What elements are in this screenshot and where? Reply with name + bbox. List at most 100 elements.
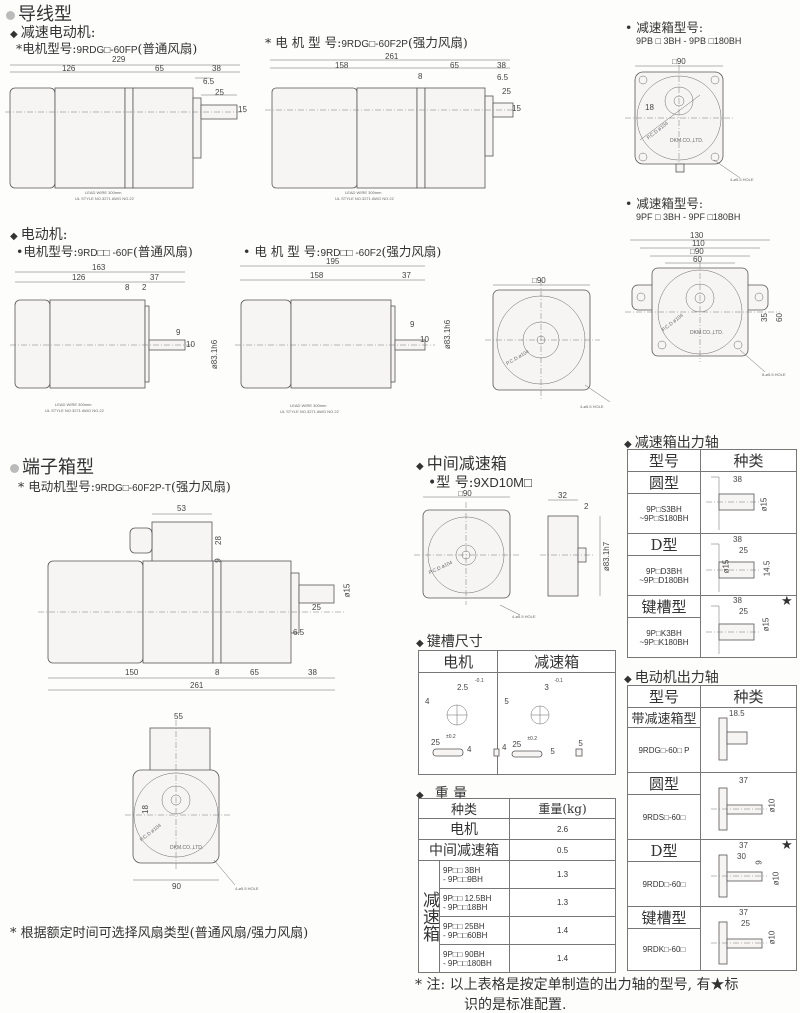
dim-w4: 60 [693, 255, 702, 264]
dim-shaft: 38 [497, 61, 506, 70]
shaft-drawing: 18.5 [700, 707, 797, 773]
dim-body: 126 [62, 64, 76, 73]
dim-key: 25 [502, 87, 511, 96]
diamond-icon: ◆ [416, 790, 424, 801]
dim-key: 25 [312, 603, 321, 612]
model-label-strong: * 电 机 型 号:9RDG□-60F2P(强力风扇) [265, 35, 468, 50]
dim-body: 126 [72, 273, 86, 282]
lead-note: LEAD WIRE 300mm [345, 190, 382, 195]
dim-shaft: 37 [150, 273, 159, 282]
dim-dia: 15 [238, 105, 247, 114]
diamond-icon: ◆ [624, 674, 632, 685]
dim-h1: 35 [759, 313, 769, 322]
motor-shaft-heading: ◆电动机出力轴 [624, 670, 719, 686]
dim-step: 2 [584, 502, 589, 511]
model-label-motor-normal: •电机型号:9RD□□ -60F(普通风扇) [16, 244, 193, 259]
dim-size: □90 [532, 276, 546, 285]
fan-note: * 根据额定时间可选择风扇类型(普通风扇/强力风扇) [10, 926, 309, 941]
terminal-model-label: * 电动机型号:9RDG□-60F2P-T(强力风扇) [18, 479, 231, 494]
diamond-icon: ◆ [624, 439, 632, 450]
dim-gear: 65 [155, 64, 164, 73]
dim-size: □90 [672, 57, 686, 66]
dim-total: 261 [385, 52, 399, 61]
keyway-heading: ◆键槽尺寸 [416, 634, 483, 650]
dim-h1: 28 [213, 536, 223, 545]
gearbox-pf-label: • 减速箱型号: [625, 196, 704, 211]
dim-dia: 15 [512, 104, 521, 113]
lead-note: UL STYLE NO.3271 AWG NO.22 [335, 196, 394, 201]
model-label-normal: *电机型号:9RDG□-60FP(普通风扇) [16, 41, 198, 56]
dim-body: 158 [335, 61, 349, 70]
col-gearbox: 减速箱 [497, 650, 616, 673]
dim-depth: 32 [558, 491, 567, 500]
dim-body: 158 [310, 271, 324, 280]
intermediate-model: •型 号:9XD10M□ [428, 475, 532, 491]
diamond-icon: ◆ [416, 461, 424, 472]
dim-gear: 65 [450, 61, 459, 70]
dim-gap: 8 [418, 72, 423, 81]
dim-gear: 65 [250, 668, 259, 677]
dim-width: 90 [172, 882, 181, 891]
lead-note: UL STYLE NO.3271 AWG NO.22 [280, 409, 339, 414]
dim-dia: ø83.1h7 [602, 541, 612, 572]
heading-text: 减速电动机: [20, 25, 96, 41]
maker-mark: DKM.CO.,LTD. [690, 330, 724, 336]
section-terminal: 端子箱型 [10, 453, 94, 479]
dim-size: □90 [458, 489, 472, 498]
dim-d2: 10 [420, 335, 429, 344]
dim-total: 261 [190, 681, 204, 690]
dim-d: 18 [645, 103, 654, 112]
star-icon: ★ [781, 838, 793, 853]
hole-note: 8-ø5.5 HOLE [762, 372, 786, 377]
lead-note: LEAD WIRE 300mm [55, 402, 92, 407]
hole-note: 4-ø5.5 HOLE [730, 177, 754, 182]
intermediate-heading: ◆中间减速箱 [416, 454, 507, 473]
dim-w1: 130 [690, 231, 704, 240]
dim-step: 2 [142, 283, 147, 292]
diamond-icon: ◆ [10, 29, 18, 40]
gearbox-pf-model: 9PF □ 3BH - 9PF □180BH [636, 212, 741, 222]
model-label-motor-strong: • 电 机 型 号:9RD□□ -60F2(强力风扇) [243, 244, 442, 259]
bullet-dot-icon [6, 10, 15, 20]
dim-w3: □90 [690, 247, 704, 256]
gearbox-pb-model: 9PB □ 3BH - 9PB □180BH [636, 36, 742, 46]
dim-d2: 10 [186, 340, 195, 349]
dim-flange: 6.5 [497, 73, 509, 82]
maker-mark: DKM.CO.,LTD. [170, 845, 204, 851]
gearbox-pb-label: • 减速箱型号: [625, 20, 704, 35]
dim-box: 53 [177, 504, 186, 513]
col-motor: 电机 [417, 650, 499, 673]
col-type: 种类 [418, 798, 510, 819]
dim-d1: 9 [176, 328, 181, 337]
section-title: 导线型 [18, 4, 72, 25]
col-weight: 重量(kg) [509, 798, 616, 819]
dim-h2: 9 [213, 558, 223, 563]
dim-shaft: 38 [308, 668, 317, 677]
diamond-icon: ◆ [416, 638, 424, 649]
lead-note: UL STYLE NO.3271 AWG NO.22 [75, 196, 134, 201]
dim-total: 163 [92, 263, 106, 272]
dim-shaft: 38 [212, 64, 221, 73]
dim-flange: 6.5 [203, 77, 215, 86]
dim-shaft: 37 [402, 271, 411, 280]
lead-note: LEAD WIRE 300mm [290, 403, 327, 408]
